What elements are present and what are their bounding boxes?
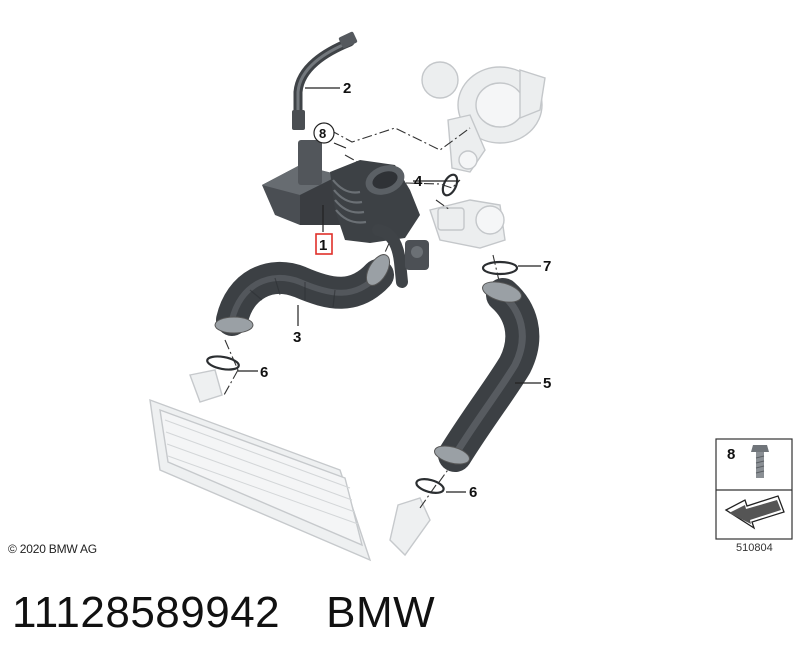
- throttle-module-ghost: [429, 199, 506, 249]
- callout-6-lower: 6: [469, 484, 477, 501]
- o-ring-part-7: [481, 260, 519, 276]
- copyright-notice: © 2020 BMW AG: [8, 542, 97, 556]
- brand-name: BMW: [326, 588, 436, 637]
- callout-8-circle: [313, 122, 335, 144]
- o-ring-part-6-lower: [415, 478, 445, 494]
- legend-box: 8: [715, 438, 793, 540]
- diagram-id: 510804: [736, 542, 773, 554]
- callout-4: 4: [414, 173, 423, 190]
- intercooler-ghost: [149, 369, 431, 562]
- part-number: 11128589942: [12, 588, 281, 637]
- vent-hose-part-2: [292, 31, 358, 130]
- callout-1: 1: [319, 237, 327, 254]
- o-ring-part-4: [441, 173, 459, 197]
- callout-3: 3: [293, 329, 301, 346]
- direction-arrow-icon: [724, 495, 785, 530]
- bolt-icon: [751, 445, 769, 478]
- callout-7: 7: [543, 258, 551, 275]
- callout-labels: 1 2 3 4 5 6 6 7 8: [260, 80, 551, 501]
- o-ring-part-6-upper: [206, 355, 240, 371]
- callout-8: 8: [319, 126, 326, 141]
- turbocharger-ghost: [421, 61, 546, 173]
- part-number-caption: 11128589942 BMW: [12, 588, 435, 638]
- legend-item-number: 8: [727, 446, 735, 463]
- callout-2: 2: [343, 80, 351, 97]
- selected-part-highlight: [315, 233, 333, 255]
- callout-5: 5: [543, 375, 551, 392]
- resonator-housing-part-1: [262, 140, 429, 288]
- leader-lines: [238, 87, 541, 493]
- charge-air-hose-part-3: [214, 254, 394, 336]
- callout-6-upper: 6: [260, 364, 268, 381]
- seal-rings: [206, 173, 519, 494]
- charge-air-pipe-part-5: [433, 278, 540, 472]
